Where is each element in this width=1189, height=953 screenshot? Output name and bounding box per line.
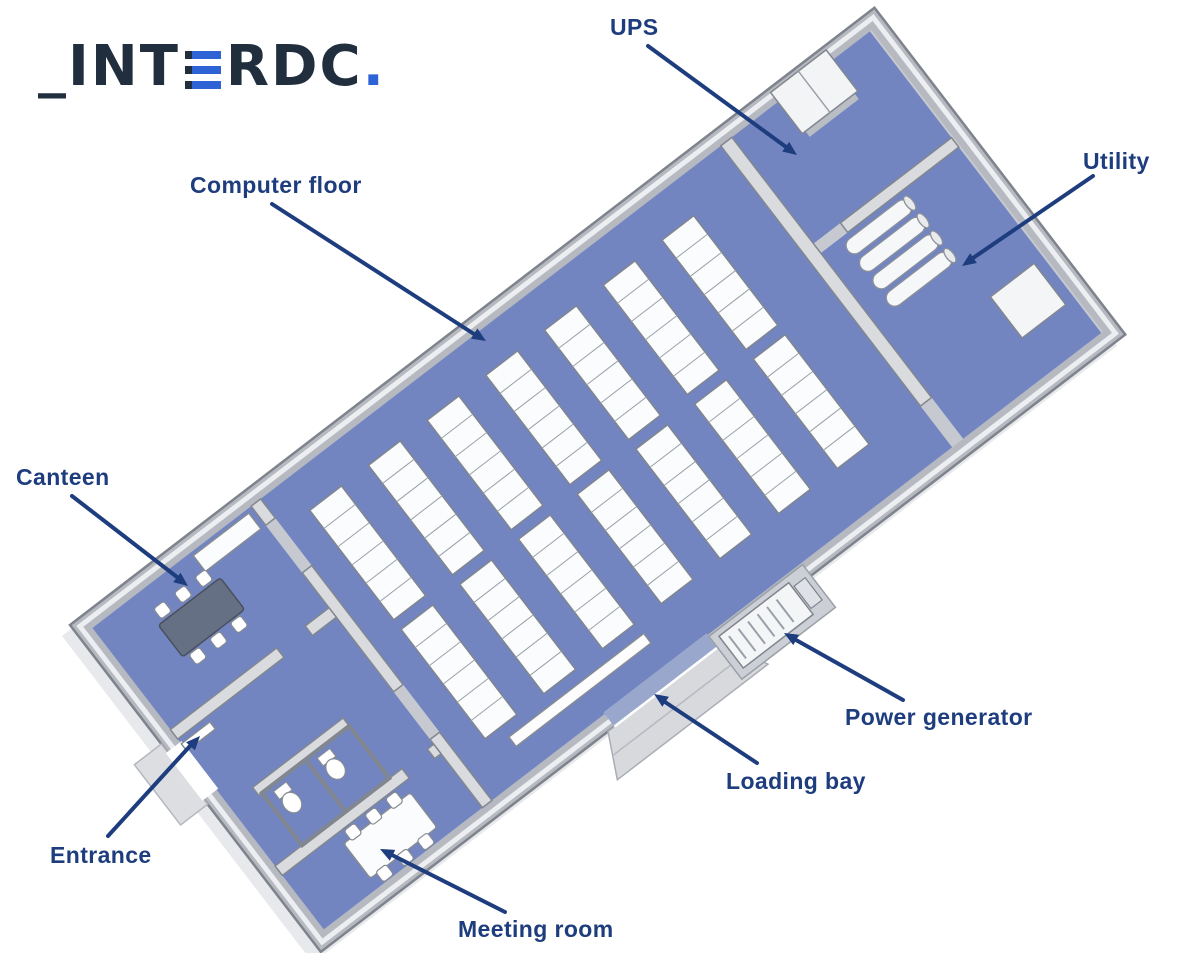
label-power-generator: Power generator — [845, 704, 1033, 730]
callout-arrowheads — [173, 141, 977, 861]
utility-arrow — [971, 174, 1095, 260]
logo-bar — [184, 65, 221, 74]
meeting-room-chairs — [344, 791, 435, 882]
label-loading-bay: Loading bay — [726, 768, 866, 794]
canteen-table — [158, 578, 245, 657]
building — [68, 5, 1128, 953]
bathrooms — [259, 723, 393, 849]
logo-text-suffix: RDC — [225, 34, 363, 99]
toilet — [272, 780, 303, 814]
logo-bar — [184, 80, 221, 89]
computer-floor-arrow — [270, 202, 476, 336]
loading-bay-area — [603, 633, 770, 782]
label-meeting-room: Meeting room — [458, 916, 614, 942]
cable-tray-wall — [507, 632, 653, 748]
canteen-room — [154, 511, 263, 665]
utility-tanks — [845, 195, 957, 307]
loading-bay-arrow — [663, 700, 759, 765]
canteen-arrow — [70, 494, 179, 579]
meeting-room-arrow — [390, 853, 507, 914]
label-utility: Utility — [1083, 148, 1150, 174]
utility-equipment-box — [989, 262, 1067, 340]
interior-walls — [169, 136, 960, 877]
label-ups: UPS — [610, 14, 659, 40]
label-computer-floor: Computer floor — [190, 172, 362, 198]
canteen-chairs — [154, 569, 248, 665]
label-canteen: Canteen — [16, 464, 110, 490]
logo-dot: . — [362, 34, 386, 99]
callout-arrows — [70, 44, 1095, 914]
logo-e-three-bars-icon — [184, 50, 221, 89]
power-generator-unit — [707, 563, 837, 681]
ups-room-floor — [731, 31, 952, 244]
meeting-room — [344, 791, 437, 882]
logo-text-prefix: _INT — [38, 34, 180, 99]
interdc-logo: _INT RDC . — [38, 34, 386, 99]
ac-unit — [769, 48, 859, 137]
entrance-arrow — [106, 744, 192, 838]
label-entrance: Entrance — [50, 842, 152, 868]
canteen-counter — [192, 511, 263, 573]
logo-bar — [184, 50, 221, 59]
power-generator-arrow — [794, 638, 905, 702]
toilet — [316, 747, 346, 780]
ups-arrow — [646, 44, 788, 149]
